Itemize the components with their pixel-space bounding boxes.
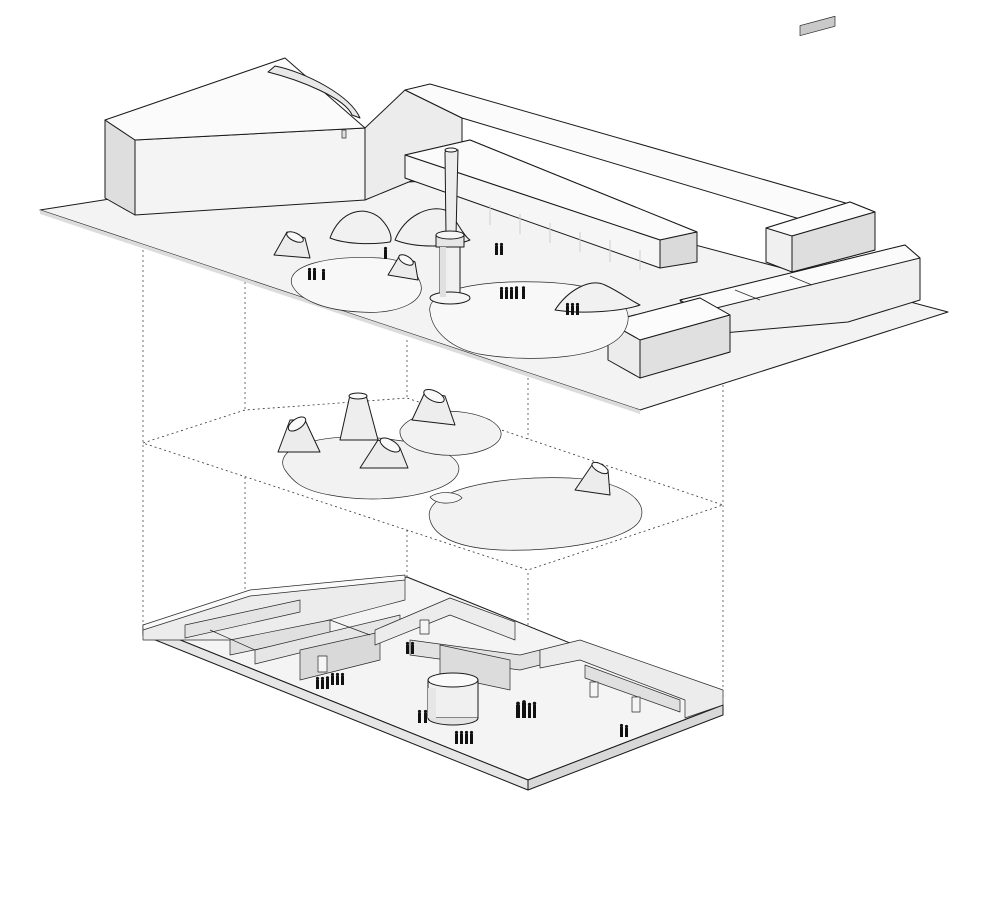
skylight-funnel xyxy=(574,461,611,496)
wedge-building xyxy=(104,57,366,216)
floor-slab-edge xyxy=(527,704,724,791)
doorway xyxy=(631,696,641,713)
skylight-funnel xyxy=(359,437,409,469)
doorway xyxy=(419,619,430,635)
roof-skylight xyxy=(273,231,311,259)
roof-landscape-plan xyxy=(39,15,949,414)
doorway xyxy=(589,681,599,698)
room-partition xyxy=(329,619,371,636)
room-wall xyxy=(184,599,301,639)
room-partition xyxy=(209,629,256,651)
mound-pad xyxy=(428,477,643,551)
roof-skylight xyxy=(387,254,419,281)
main-building-wall xyxy=(364,89,463,201)
cylinder-room xyxy=(427,672,479,726)
back-wall-top xyxy=(142,574,406,631)
skylight-funnel xyxy=(277,416,321,453)
visitor-figures xyxy=(307,242,580,315)
ground-edge xyxy=(40,210,640,414)
skylight-funnel xyxy=(411,389,456,426)
long-bar-building xyxy=(404,139,698,270)
visitor-figures xyxy=(315,641,629,744)
mound-connector xyxy=(429,492,463,504)
roof-mound xyxy=(329,210,392,245)
doorway xyxy=(317,655,328,673)
exhibition-floor-plan xyxy=(142,574,724,791)
chimney xyxy=(429,147,471,305)
gallery-wall xyxy=(539,639,724,719)
skylight-funnel xyxy=(339,392,379,441)
front-annex xyxy=(607,297,731,379)
skylight-mound-layer xyxy=(141,389,725,571)
partition-wall xyxy=(374,597,516,646)
box-building xyxy=(765,15,876,273)
gallery-wall xyxy=(584,664,681,713)
